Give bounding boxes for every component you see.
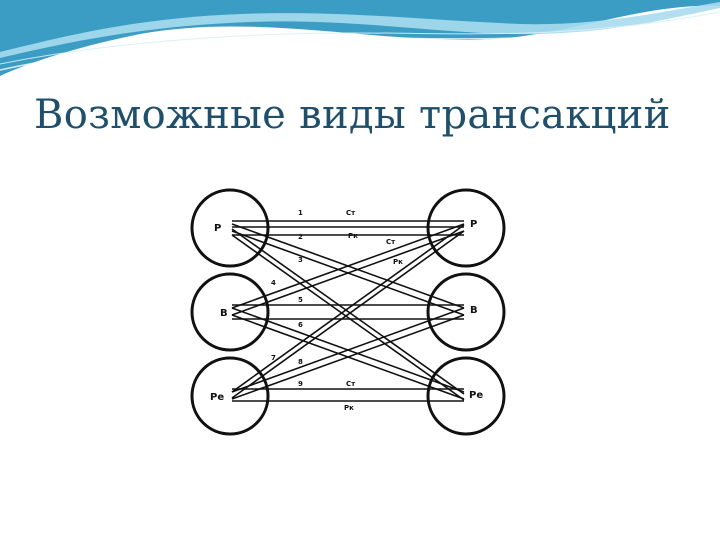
header-wave-decoration: [0, 0, 720, 76]
stimulus-label-bottom: Ст: [346, 380, 356, 388]
stimulus-label-top: Ст: [346, 209, 356, 217]
transaction-line-7: [231, 307, 465, 393]
right-adult-label: В: [470, 305, 478, 316]
right-child-label: Ре: [469, 390, 483, 401]
transaction-line-7-return: [231, 314, 465, 400]
transaction-number-1: 1: [298, 209, 303, 217]
right-parent-circle: [426, 188, 506, 268]
transaction-line-4-return: [231, 230, 465, 316]
transaction-number-5: 5: [298, 296, 303, 304]
right-child-circle: [426, 356, 506, 436]
response-label-bottom: Рк: [344, 404, 354, 412]
transaction-number-labels: 1 2 3 4 5 6 7 8 9: [271, 209, 303, 388]
left-adult-circle: [190, 272, 270, 352]
right-parent-label: Р: [470, 219, 477, 230]
transaction-number-7: 7: [271, 354, 276, 362]
left-child-circle: [190, 356, 270, 436]
ego-state-circles: [190, 188, 506, 436]
right-adult-circle: [426, 272, 506, 352]
response-label-diagonal: Рк: [393, 258, 403, 266]
transaction-number-2: 2: [298, 233, 303, 241]
transaction-line-8: [231, 224, 465, 393]
left-adult-label: В: [220, 308, 228, 319]
transaction-line-4: [231, 223, 465, 309]
left-parent-label: Р: [214, 223, 221, 234]
transaction-line-3b: [231, 228, 465, 395]
slide-title: Возможные виды трансакций: [34, 92, 671, 138]
left-parent-circle: [190, 188, 270, 268]
transaction-number-3: 3: [298, 256, 303, 264]
response-label-top: Рк: [348, 232, 358, 240]
transaction-number-6: 6: [298, 321, 303, 329]
transaction-number-4: 4: [271, 279, 276, 287]
transaction-number-8: 8: [298, 358, 303, 366]
transaction-lines: [231, 220, 465, 402]
stimulus-response-labels: Ст Рк Ст Рк Ст Рк: [344, 209, 403, 412]
transaction-diagram: Р В Ре Р В Ре 1 2 3 4 5 6 7 8 9 Ст Рк Ст…: [190, 188, 506, 436]
stimulus-label-diagonal: Ст: [386, 238, 396, 246]
left-child-label: Ре: [210, 392, 224, 403]
transaction-number-9: 9: [298, 380, 303, 388]
transaction-line-8-return: [231, 230, 465, 399]
transaction-line-3b-return: [231, 234, 465, 401]
ego-state-labels: Р В Ре Р В Ре: [210, 219, 483, 403]
